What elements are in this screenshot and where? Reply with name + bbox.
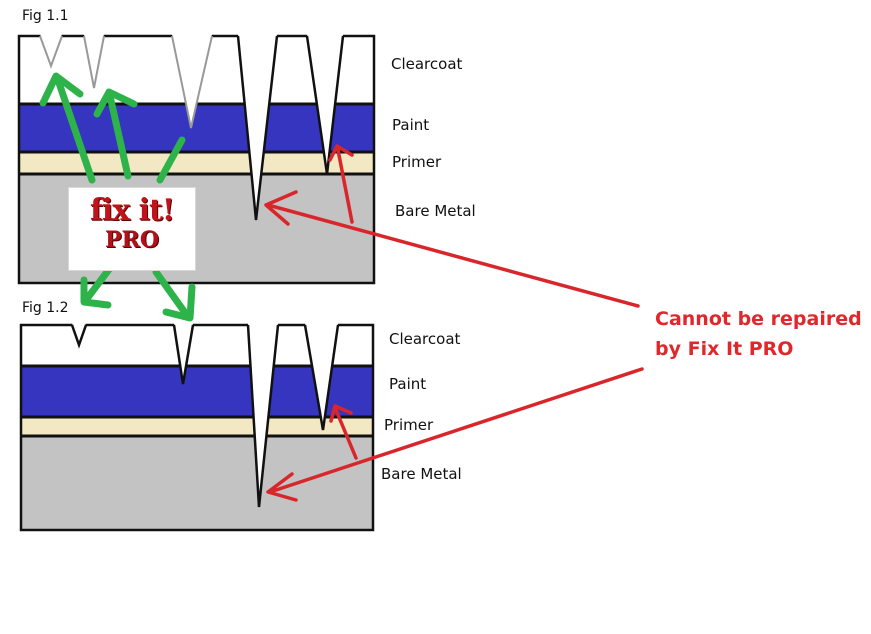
fig2-label-clearcoat: Clearcoat bbox=[389, 330, 461, 348]
fig2-deep-scratch-metal-edge bbox=[246, 324, 280, 508]
repair-arrow-1 bbox=[54, 76, 96, 184]
fig1-deep-scratch-metal-edge bbox=[236, 35, 279, 221]
repair-arrow-3 bbox=[156, 136, 186, 184]
fig2-shallow-scratch-2-edge bbox=[172, 324, 195, 385]
callout-arrow-fig1-primer-head bbox=[328, 144, 354, 162]
fig2-primer-layer bbox=[21, 417, 373, 436]
fig1-repaired-scratch-1-edge bbox=[39, 35, 63, 69]
fix-it-pro-logo: fix it! PRO bbox=[68, 187, 196, 271]
callout-arrow-fig1-primer bbox=[336, 148, 354, 224]
fig2-label-paint: Paint bbox=[389, 375, 427, 393]
figure-1-2 bbox=[19, 323, 375, 532]
fig1-deep-scratch-primer-edge bbox=[305, 35, 345, 175]
fig2-shallow-scratch-1-edge bbox=[70, 324, 88, 349]
repair-arrow-2 bbox=[106, 92, 132, 180]
callout-arrows bbox=[264, 144, 644, 502]
fig2-deep-scratch-metal bbox=[248, 323, 278, 507]
fig2-caption: Fig 1.2 bbox=[22, 300, 69, 316]
fig1-primer-layer bbox=[19, 152, 374, 174]
callout-text: Cannot be repaired by Fix It PRO bbox=[655, 308, 862, 360]
repair-arrow-4 bbox=[82, 264, 114, 304]
fig1-label-paint: Paint bbox=[392, 116, 430, 134]
callout-arrow-fig2-primer-head bbox=[329, 404, 353, 423]
fig1-repaired-scratch-1 bbox=[40, 34, 62, 66]
callout-arrow-fig1-metal-head bbox=[264, 190, 298, 226]
fig2-label-bare-metal: Bare Metal bbox=[381, 465, 462, 483]
fig1-repaired-scratch-3 bbox=[172, 34, 212, 128]
fig1-repaired-scratch-3-edge bbox=[171, 35, 213, 129]
fig1-label-clearcoat: Clearcoat bbox=[391, 55, 463, 73]
fig2-label-primer: Primer bbox=[384, 416, 434, 434]
repair-arrow-5 bbox=[152, 268, 190, 318]
repair-arrow-5-head bbox=[162, 283, 196, 322]
logo-main-text: fix it! bbox=[89, 193, 175, 228]
fig1-repaired-scratch-2-edge bbox=[83, 35, 105, 89]
repair-arrow-4-head bbox=[80, 276, 112, 309]
fig1-label-bare-metal: Bare Metal bbox=[395, 202, 476, 220]
fig2-metal-layer bbox=[21, 436, 373, 530]
fig1-repaired-scratch-2 bbox=[84, 34, 104, 88]
repair-arrows bbox=[39, 72, 196, 322]
callout-arrow-fig2-primer bbox=[334, 408, 358, 460]
callout-arrow-fig2-metal-head bbox=[266, 472, 298, 502]
fig2-deep-scratch-primer bbox=[305, 323, 338, 430]
callout-arrow-fig1-metal bbox=[266, 203, 640, 308]
fig2-shallow-scratch-2 bbox=[174, 323, 193, 384]
repair-arrow-2-head bbox=[93, 88, 138, 118]
fig1-deep-scratch-primer bbox=[307, 34, 343, 174]
figure-1-1 bbox=[17, 34, 376, 285]
fig1-label-primer: Primer bbox=[392, 153, 442, 171]
logo-sub-text: PRO bbox=[105, 227, 159, 253]
repair-arrow-1-head bbox=[39, 72, 84, 107]
fig1-caption: Fig 1.1 bbox=[22, 8, 69, 24]
fig2-deep-scratch-primer-edge bbox=[303, 324, 340, 431]
fig2-outline bbox=[19, 323, 375, 532]
callout-arrow-fig2-metal bbox=[268, 367, 644, 494]
fig2-shallow-scratch-1 bbox=[72, 323, 86, 345]
fig1-deep-scratch-metal bbox=[238, 34, 277, 220]
